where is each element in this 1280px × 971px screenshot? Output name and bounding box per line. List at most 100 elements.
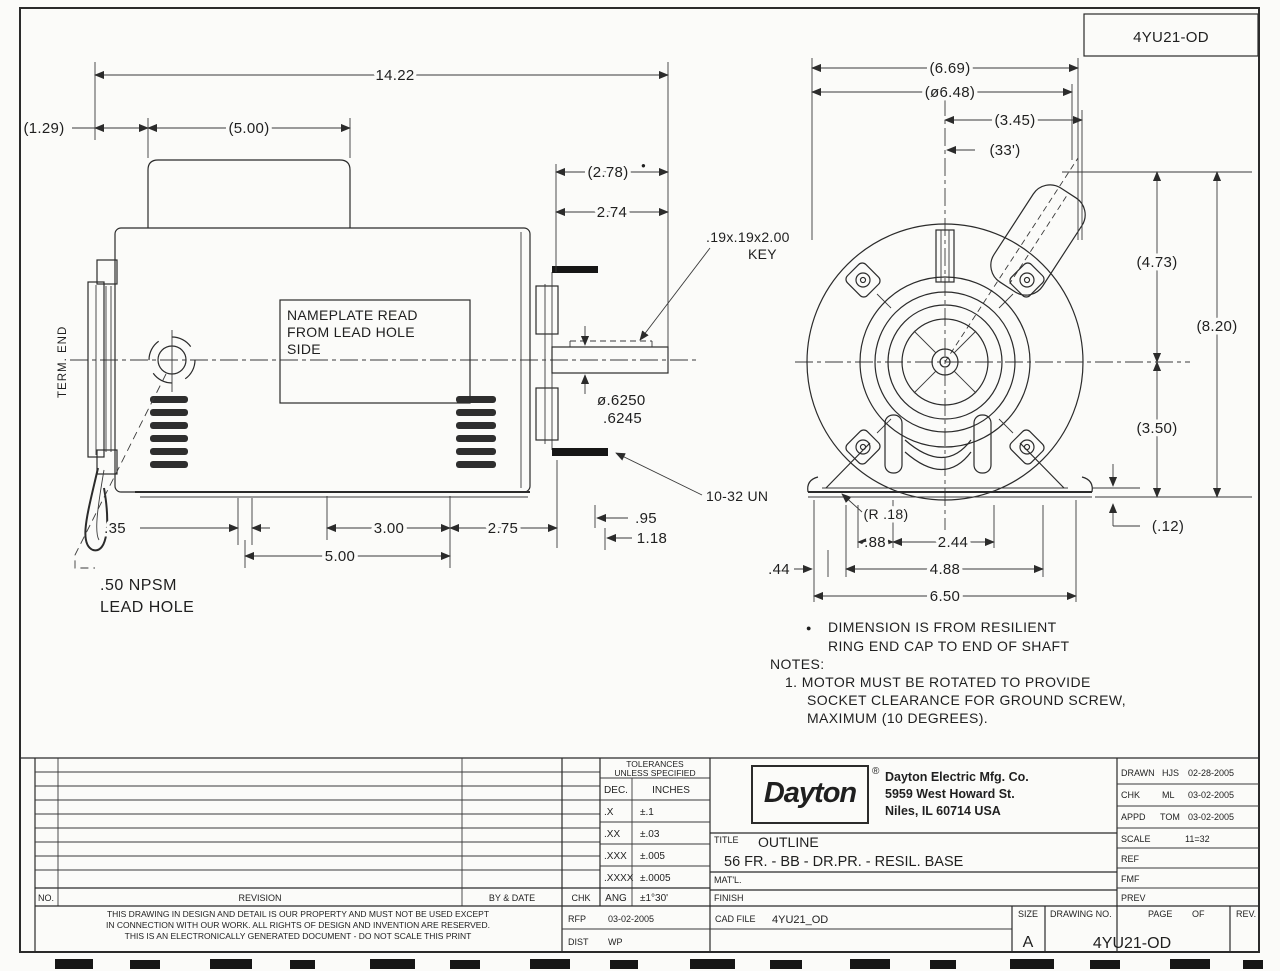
bottom-strip: THIS DRAWING IN DESIGN AND DETAIL IS OUR… [35, 905, 1259, 952]
terminal-end-detail [84, 259, 118, 552]
doc-number: 4YU21-OD [1133, 29, 1209, 46]
dim-0-88: .88 [864, 534, 886, 551]
drawn-date: 02-28-2005 [1188, 768, 1234, 778]
tol-row1-val: ±.1 [640, 807, 654, 818]
note-flag-line1: DIMENSION IS FROM RESILIENT [828, 619, 1057, 635]
motor-face-circles [806, 223, 1084, 501]
tol-row3-val: ±.005 [640, 851, 665, 862]
rev-col-by-date: BY & DATE [489, 893, 535, 903]
prev-label: PREV [1121, 893, 1146, 903]
drawing-no-value: 4YU21-OD [1093, 935, 1171, 952]
tol-ang-value: ±1°30' [640, 893, 668, 904]
doc-number-box [1083, 13, 1259, 57]
notes-header: NOTES: [770, 656, 825, 672]
drawn-label: DRAWN [1121, 768, 1155, 778]
base-spring-clips [884, 414, 992, 474]
scale-label: SCALE [1121, 834, 1151, 844]
upper-stud [552, 266, 598, 273]
tol-header-1: TOLERANCES [626, 759, 684, 769]
dist-value: WP [608, 937, 623, 947]
note-1-line3: MAXIMUM (10 DEGREES). [807, 710, 988, 726]
note-1-line2: SOCKET CLEARANCE FOR GROUND SCREW, [807, 692, 1126, 708]
revision-table: NO. REVISION BY & DATE CHK [35, 758, 600, 952]
end-dimensions: (6.69) (ø6.48) (3.45) (33') (4.73) (8.20… [765, 57, 1241, 609]
rev-col-chk: CHK [571, 893, 590, 903]
tol-header-2: UNLESS SPECIFIED [614, 768, 695, 778]
lead-hole-callout-2: LEAD HOLE [100, 599, 194, 616]
company-block: Dayton ® Dayton Electric Mfg. Co. 5959 W… [751, 765, 1029, 824]
lead-hole-callout-1: .50 NPSM [100, 577, 177, 594]
cad-file-label: CAD FILE [715, 914, 756, 924]
key-callout-2: KEY [748, 246, 777, 262]
cad-file-value: 4YU21_OD [772, 914, 828, 926]
dayton-logo-box [751, 765, 869, 824]
size-label: SIZE [1018, 909, 1038, 919]
tol-row2-dec: .XX [604, 829, 620, 840]
mount-clip-top-left [845, 262, 881, 298]
dim-6-48: (ø6.48) [925, 84, 975, 101]
size-value: A [1023, 934, 1034, 951]
tol-col-inches: INCHES [652, 785, 690, 796]
note-flag-bullet: ● [806, 623, 811, 633]
vent-slots-right [456, 396, 496, 468]
appd-by: TOM [1160, 812, 1180, 822]
dim-4-73: (4.73) [1137, 254, 1178, 271]
title-line1: OUTLINE [758, 834, 819, 850]
shaft-dia-2: .6245 [603, 410, 642, 427]
dim-2-78: (2.78) [588, 164, 629, 181]
dim-3-45: (3.45) [995, 112, 1036, 129]
dim-5-00-top: (5.00) [229, 120, 270, 137]
dim-3-50: (3.50) [1137, 420, 1178, 437]
conduit-box [990, 184, 1086, 296]
chk-label: CHK [1121, 790, 1140, 800]
shaft-dia-1: ø.6250 [597, 392, 646, 409]
ref-label: REF [1121, 854, 1140, 864]
side-dimensions: 14.22 (1.29) (5.00) (2.78) ● 2.74 .19x.1… [24, 64, 790, 617]
tol-row4-dec: .XXXX [604, 873, 634, 884]
rfp-date: 03-02-2005 [608, 914, 654, 924]
company-address-2: Niles, IL 60714 USA [885, 804, 1001, 818]
dim-6-69: (6.69) [930, 60, 971, 77]
dim-0-95: .95 [635, 510, 657, 527]
dim-0-44: .44 [768, 561, 790, 578]
dim-2-75: 2.75 [488, 520, 518, 537]
tol-col-dec: DEC. [604, 785, 628, 796]
dim-33deg: (33') [989, 142, 1020, 159]
drawing-no-label: DRAWING NO. [1050, 909, 1112, 919]
top-boss [935, 229, 955, 283]
appd-label: APPD [1121, 812, 1146, 822]
dim-6-50: 6.50 [930, 588, 960, 605]
finish-label: FINISH [714, 893, 744, 903]
company-name: Dayton Electric Mfg. Co. [885, 770, 1029, 784]
shaft-end-detail [535, 272, 559, 450]
note-flag-line2: RING END CAP TO END OF SHAFT [828, 638, 1070, 654]
dim-2-44: 2.44 [938, 534, 968, 551]
term-end-label: TERM. END [57, 326, 69, 398]
rev-col-revision: REVISION [238, 893, 281, 903]
tol-ang-label: ANG [605, 893, 627, 904]
chk-date: 03-02-2005 [1188, 790, 1234, 800]
dayton-logo: Dayton [764, 777, 857, 809]
dim-2-74: 2.74 [597, 204, 627, 221]
shaft [551, 340, 669, 374]
registered-mark-icon: ® [872, 766, 880, 777]
nameplate-text-1: NAMEPLATE READ [287, 307, 418, 323]
title-label: TITLE [714, 835, 739, 845]
approvals-column: DRAWN HJS 02-28-2005 CHK ML 03-02-2005 A… [1116, 758, 1259, 952]
tol-row4-val: ±.0005 [640, 873, 671, 884]
lead-hole [148, 330, 196, 392]
dist-label: DIST [568, 937, 589, 947]
note-1-line1: 1. MOTOR MUST BE ROTATED TO PROVIDE [785, 674, 1091, 690]
dim-1-29: (1.29) [24, 120, 65, 137]
notes-block: ● DIMENSION IS FROM RESILIENT RING END C… [770, 619, 1126, 726]
side-view: NAMEPLATE READ FROM LEAD HOLE SIDE TERM.… [24, 62, 790, 617]
matl-label: MAT'L. [714, 875, 742, 885]
rev-label: REV. [1236, 909, 1256, 919]
dim-3-00: 3.00 [374, 520, 404, 537]
of-label: OF [1192, 909, 1205, 919]
lead-wires-loop [84, 467, 109, 552]
key-callout-1: .19x.19x2.00 [706, 229, 790, 245]
legal-line-2: IN CONNECTION WITH OUR WORK. ALL RIGHTS … [106, 920, 490, 930]
